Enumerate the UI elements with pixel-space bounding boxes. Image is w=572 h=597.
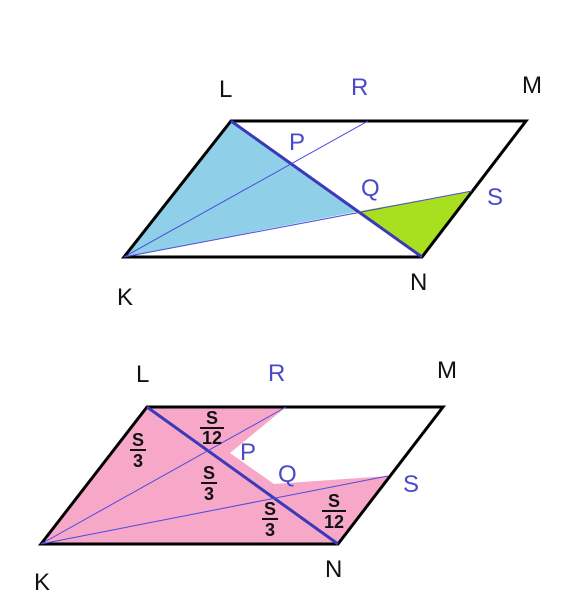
bottom-vertex-K-label: K [34, 569, 50, 596]
bottom-figure: L M K N R P Q S S 12 S 3 S 3 S 3 S [34, 357, 457, 596]
fraction-denominator: 12 [324, 512, 344, 532]
fraction-numerator: S [206, 408, 218, 428]
top-point-R-label: R [351, 74, 368, 101]
top-ray-KS [123, 190, 473, 258]
top-diagonal-LN [230, 119, 423, 259]
fraction-numerator: S [264, 499, 276, 519]
area-label-middle: S 3 [201, 463, 217, 504]
fraction-denominator: 3 [265, 520, 275, 540]
bottom-vertex-M-label: M [437, 357, 457, 384]
fraction-denominator: 3 [204, 484, 214, 504]
fraction-numerator: S [132, 430, 144, 450]
bottom-diagonal-LN [146, 405, 339, 546]
area-label-top-small: S 12 [200, 408, 224, 448]
top-point-Q-label: Q [361, 175, 380, 202]
top-blue-triangle-KLQ [124, 121, 360, 257]
bottom-vertex-N-label: N [325, 556, 342, 583]
bottom-ray-KS [40, 475, 389, 545]
bottom-ray-KR [40, 406, 287, 545]
area-label-left: S 3 [130, 430, 146, 471]
top-figure: L M K N R P Q S [117, 72, 542, 311]
bottom-vertex-L-label: L [136, 361, 149, 388]
bottom-parallelogram-KLMN [37, 405, 447, 546]
top-vertex-M-label: M [522, 72, 542, 99]
top-parallelogram-KLMN [120, 119, 530, 259]
bottom-pink-region-KLRQN [41, 407, 388, 544]
bottom-point-Q-label: Q [278, 461, 297, 488]
top-ray-KR [123, 120, 369, 258]
top-point-P-label: P [289, 129, 305, 156]
bottom-point-P-label: P [240, 439, 256, 466]
fraction-denominator: 12 [202, 428, 222, 448]
fraction-numerator: S [328, 491, 340, 511]
top-green-triangle-QSN [360, 191, 472, 257]
top-point-S-label: S [487, 184, 503, 211]
bottom-point-R-label: R [268, 360, 285, 387]
fraction-numerator: S [203, 463, 215, 483]
top-vertex-K-label: K [117, 284, 133, 311]
bottom-point-S-label: S [403, 471, 419, 498]
top-vertex-L-label: L [219, 76, 232, 103]
fraction-denominator: 3 [133, 451, 143, 471]
area-label-right-small: S 12 [322, 491, 346, 532]
area-label-lower: S 3 [262, 499, 278, 540]
top-vertex-N-label: N [410, 269, 427, 296]
